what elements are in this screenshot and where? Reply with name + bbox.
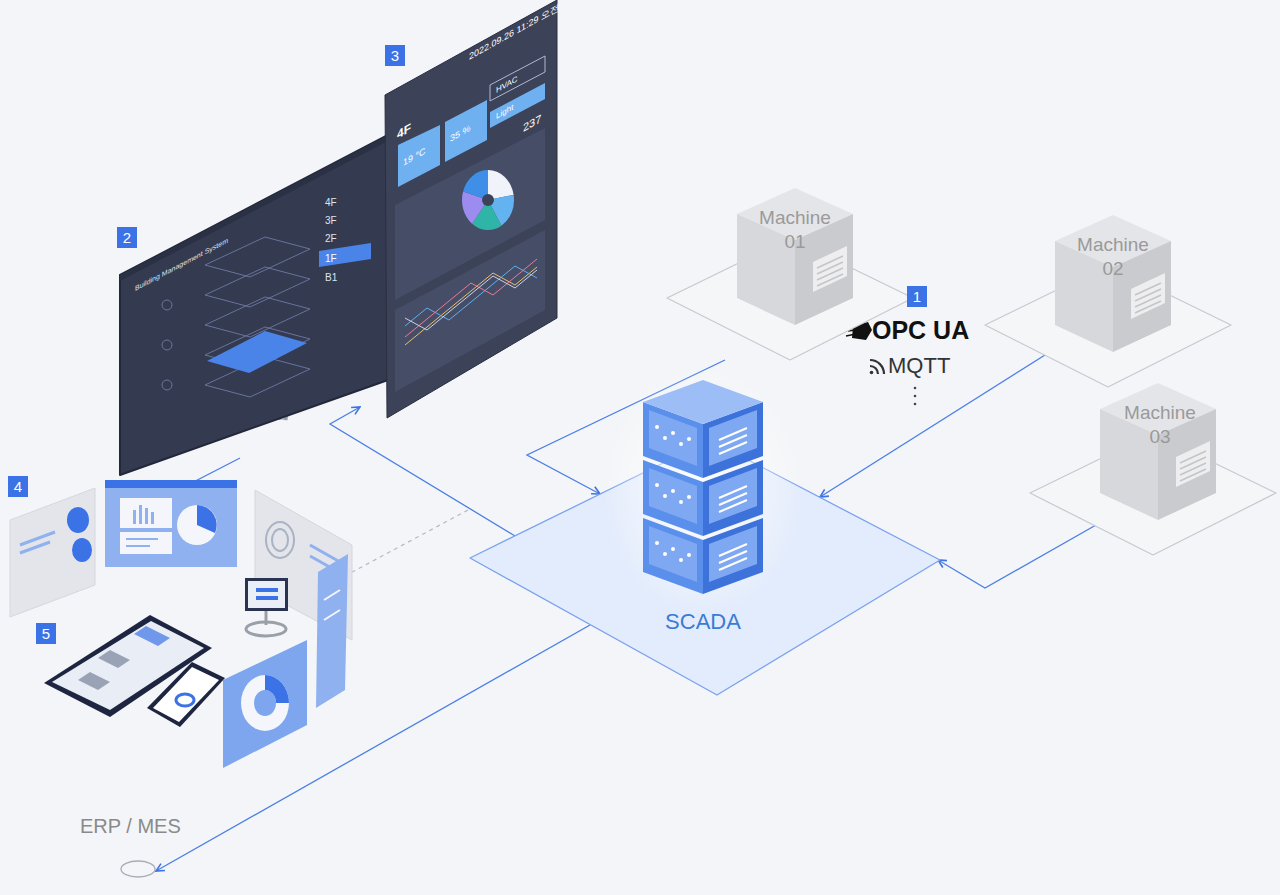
server-led bbox=[687, 553, 691, 557]
server-face bbox=[649, 526, 697, 582]
node-shape bbox=[383, 0, 560, 420]
monitor-screen bbox=[120, 135, 388, 475]
server-glow bbox=[603, 365, 803, 615]
grille-line bbox=[1180, 463, 1206, 475]
screen-text: B1 bbox=[325, 272, 337, 285]
server-top bbox=[643, 380, 763, 424]
machine-name: Machine 01 bbox=[749, 206, 841, 254]
server-slot bbox=[719, 428, 747, 440]
server-name: SCADA bbox=[633, 608, 773, 636]
panel-screen bbox=[385, 0, 557, 418]
system-name: ERP / MES bbox=[80, 814, 181, 839]
grille-line bbox=[817, 256, 843, 268]
server-led bbox=[655, 541, 659, 545]
floor-highlight bbox=[207, 331, 307, 373]
server-face bbox=[709, 468, 757, 524]
server-led bbox=[671, 431, 675, 435]
machine-name: Machine 02 bbox=[1067, 233, 1159, 281]
server-face bbox=[649, 468, 697, 524]
server-led bbox=[671, 489, 675, 493]
server-slot bbox=[719, 442, 747, 454]
data-flow-line bbox=[330, 407, 515, 536]
callout-number: 1 bbox=[907, 286, 927, 307]
server-slot bbox=[719, 493, 747, 505]
machine-grille bbox=[1131, 273, 1165, 319]
server-face bbox=[709, 526, 757, 582]
trend-line bbox=[405, 259, 537, 337]
device-cluster bbox=[10, 480, 352, 768]
grille-line bbox=[1180, 451, 1206, 463]
server-led bbox=[687, 495, 691, 499]
machine-grille bbox=[813, 246, 847, 292]
server-slot bbox=[719, 544, 747, 556]
machine-cube bbox=[1100, 409, 1158, 520]
server-slot bbox=[719, 500, 747, 512]
callout-number: 3 bbox=[385, 45, 405, 66]
value-card bbox=[445, 100, 487, 162]
machine-cube bbox=[795, 214, 853, 325]
screen-text: 4F bbox=[325, 197, 337, 210]
server-led bbox=[671, 547, 675, 551]
grille-line bbox=[817, 262, 843, 274]
server-slot bbox=[719, 558, 747, 570]
menu-icon bbox=[162, 340, 172, 350]
scada-server: SCADA bbox=[465, 370, 945, 700]
protocol-name: MQTT bbox=[888, 353, 950, 379]
erp-node: ERP / MES bbox=[75, 812, 205, 884]
grille-line bbox=[1135, 301, 1161, 313]
protocol-name: OPC UA bbox=[872, 316, 969, 345]
server-led bbox=[663, 552, 667, 556]
server-led bbox=[679, 558, 683, 562]
grille-line bbox=[1135, 283, 1161, 295]
machine-cube bbox=[1113, 241, 1171, 352]
grille-line bbox=[817, 274, 843, 286]
node-shape bbox=[465, 370, 945, 700]
machine-name: Machine 03 bbox=[1114, 401, 1206, 449]
grille-line bbox=[1135, 295, 1161, 307]
grille-line bbox=[1135, 289, 1161, 301]
menu-icon bbox=[162, 300, 172, 310]
screen-text: 3F bbox=[325, 215, 337, 228]
machine-cube bbox=[1055, 241, 1113, 352]
server-led bbox=[679, 442, 683, 446]
server-led bbox=[687, 437, 691, 441]
server-led bbox=[663, 494, 667, 498]
callout-number: 4 bbox=[8, 476, 28, 497]
server-slot bbox=[719, 435, 747, 447]
machine-grille bbox=[1176, 441, 1210, 487]
server-led bbox=[679, 500, 683, 504]
server-slot bbox=[719, 486, 747, 498]
trend-line bbox=[405, 270, 537, 330]
monitor-bar bbox=[120, 135, 388, 281]
data-flow-line bbox=[156, 625, 590, 871]
floor-selected bbox=[319, 243, 371, 267]
node-shape bbox=[115, 125, 395, 485]
callout-number: 2 bbox=[117, 227, 137, 248]
chart-card bbox=[395, 230, 545, 392]
erp-port bbox=[121, 861, 155, 877]
trend-line bbox=[405, 267, 537, 345]
server-slot bbox=[719, 551, 747, 563]
menu-icon bbox=[162, 380, 172, 390]
dashboard-panel: 2022.09.26 11:29 오전4FHVACLight19 °C35 %2… bbox=[383, 0, 560, 420]
screen-text: 2F bbox=[325, 233, 337, 246]
machine-node: Machine 02 bbox=[983, 207, 1233, 392]
grille-line bbox=[817, 268, 843, 280]
dashboard-monitor: Building Management System4F3F2F1FB1 bbox=[115, 125, 395, 485]
server-led bbox=[655, 425, 659, 429]
machine-cube bbox=[1158, 409, 1216, 520]
machine-node: Machine 03 bbox=[1028, 375, 1278, 560]
grille-line bbox=[1180, 469, 1206, 481]
screen-text: 1F bbox=[325, 253, 337, 266]
machine-cube bbox=[737, 214, 795, 325]
grille-line bbox=[1180, 457, 1206, 469]
server-led bbox=[655, 483, 659, 487]
callout-number: 5 bbox=[36, 623, 56, 644]
server-led bbox=[663, 436, 667, 440]
pie-hole bbox=[482, 194, 494, 206]
data-flow-line bbox=[938, 525, 1096, 588]
